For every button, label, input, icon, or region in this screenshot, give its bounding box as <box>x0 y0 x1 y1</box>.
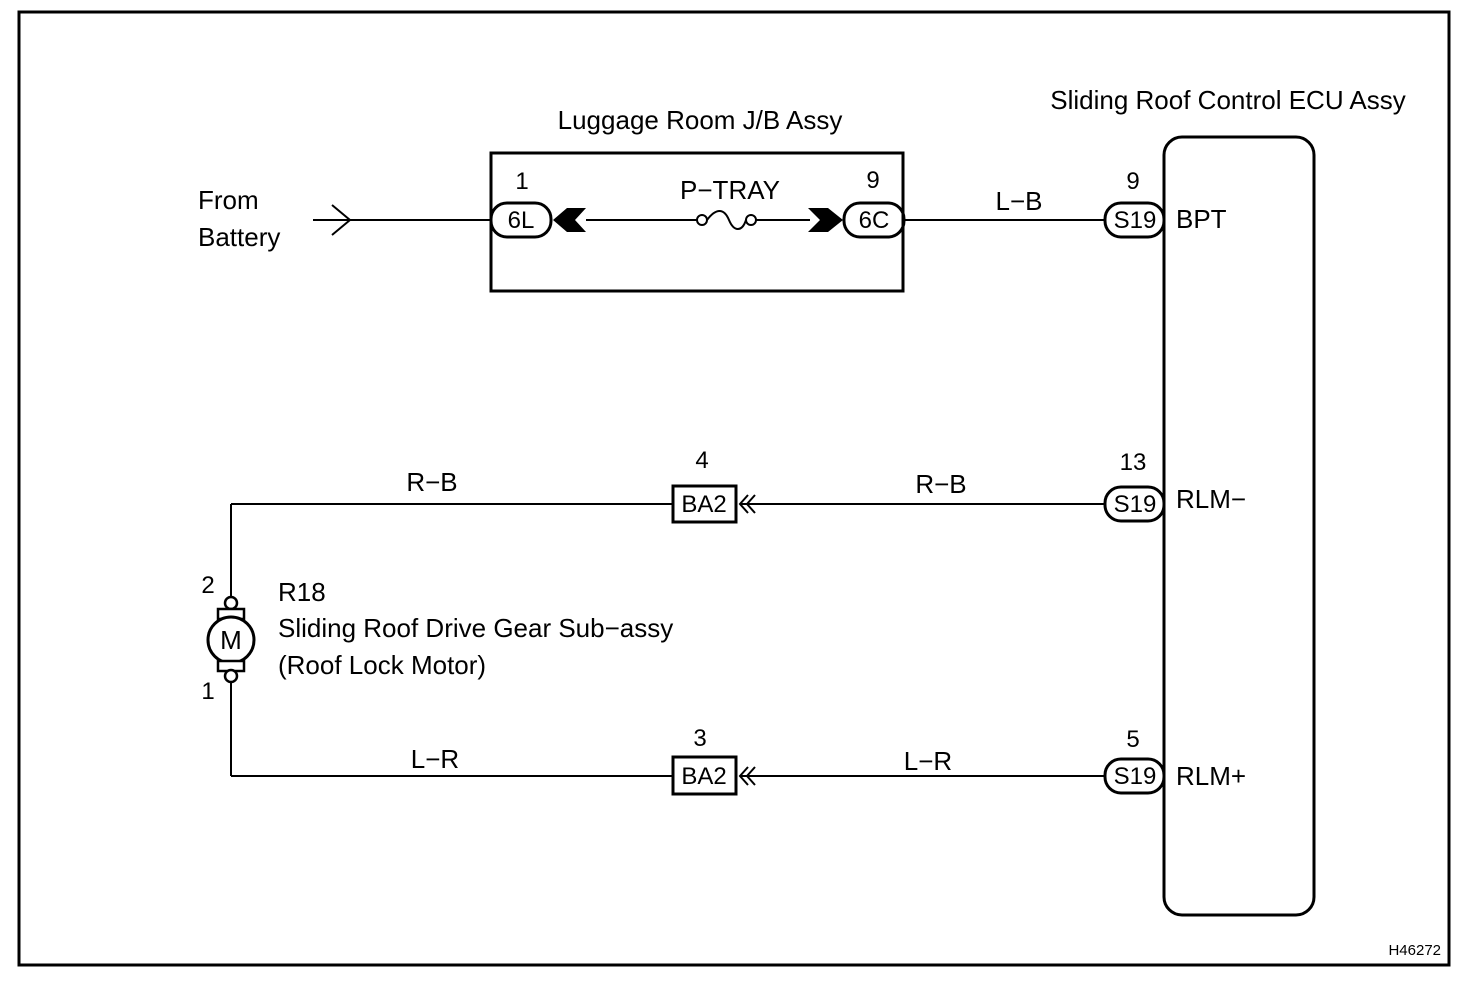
ba2-bottom-pin: 3 <box>693 725 706 752</box>
connector-s19-bpt-code: S19 <box>1114 207 1157 234</box>
motor-subtitle: (Roof Lock Motor) <box>278 650 486 680</box>
fuse-label: P−TRAY <box>680 175 780 205</box>
connector-ba2-bottom-code: BA2 <box>681 763 726 790</box>
connector-6l <box>489 201 553 239</box>
jb-terminal-left-icon <box>553 208 586 232</box>
wire-rlm-minus-right-color: R−B <box>915 469 966 499</box>
fuse-icon <box>696 210 757 230</box>
connector-ba2-top-code: BA2 <box>681 491 726 518</box>
source-label-line2: Battery <box>198 222 280 252</box>
connector-6c-pin: 9 <box>866 167 879 194</box>
ecu-rlm-minus-pin: 13 <box>1120 449 1147 476</box>
ecu-terminal-rlm-plus: RLM+ <box>1176 761 1246 791</box>
connector-s19-rlm-plus-code: S19 <box>1114 763 1157 790</box>
diagram-frame <box>17 10 1451 967</box>
connector-s19-bpt <box>1103 201 1166 239</box>
wire-rlm-minus-left-color: R−B <box>406 467 457 497</box>
connector-6l-pin: 1 <box>515 168 528 195</box>
wire-bpt-color: L−B <box>996 186 1043 216</box>
ba2-top-terminal-icon <box>738 494 756 514</box>
junction-box-title: Luggage Room J/B Assy <box>558 105 843 135</box>
ecu-terminal-rlm-minus: RLM− <box>1176 484 1246 514</box>
motor-icon <box>206 595 256 684</box>
ecu-bpt-pin: 9 <box>1126 168 1139 195</box>
source-arrow-icon <box>313 204 352 236</box>
ba2-top-pin: 4 <box>695 447 708 474</box>
source-label-line1: From <box>198 185 259 215</box>
ecu-terminal-bpt: BPT <box>1176 204 1227 234</box>
connector-6l-code: 6L <box>508 207 535 234</box>
ecu-rlm-plus-pin: 5 <box>1126 726 1139 753</box>
connector-6c-code: 6C <box>859 207 890 234</box>
ecu-title: Sliding Roof Control ECU Assy <box>1050 85 1405 115</box>
figure-id: H46272 <box>1388 942 1441 959</box>
connector-ba2-bottom <box>671 755 738 796</box>
motor-code: R18 <box>278 577 326 607</box>
connector-s19-rlm-minus-code: S19 <box>1114 491 1157 518</box>
motor-pin-bottom: 1 <box>201 678 214 705</box>
jb-terminal-right-icon <box>808 208 843 232</box>
motor-name: Sliding Roof Drive Gear Sub−assy <box>278 613 673 643</box>
wire-rlm-plus-right-color: L−R <box>904 746 952 776</box>
motor-pin-top: 2 <box>201 572 214 599</box>
wire-rlm-plus-left-color: L−R <box>411 744 459 774</box>
motor-symbol: M <box>220 625 242 655</box>
ecu-box <box>1162 135 1316 917</box>
